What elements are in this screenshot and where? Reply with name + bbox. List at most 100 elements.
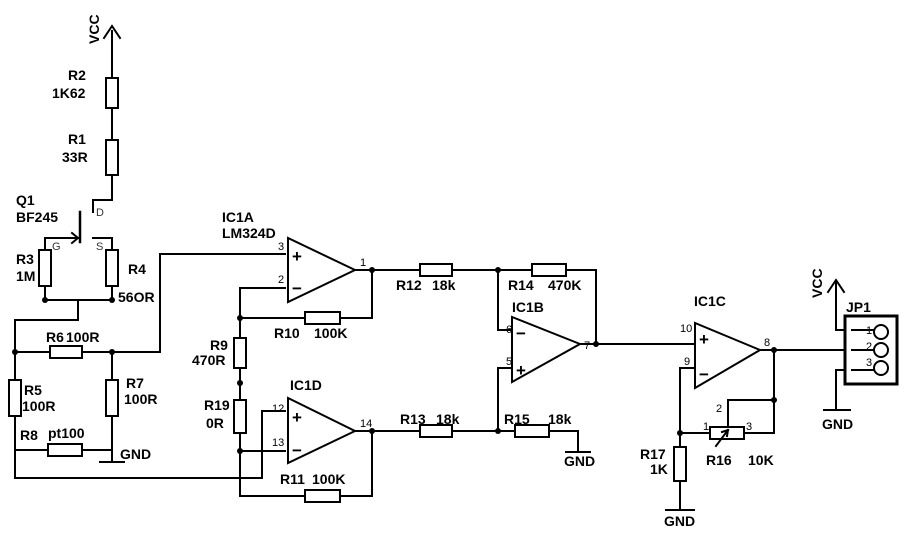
resistor-bodies	[8, 77, 745, 503]
q1-pin-s: S	[96, 241, 103, 253]
jp1-ref: JP1	[846, 299, 871, 315]
ic1b-pin-minus: 6	[506, 324, 512, 336]
r12-body	[419, 263, 453, 277]
r15-ref: R15	[504, 411, 530, 427]
r19-ref: R19	[204, 397, 230, 413]
ic1d-minus: −	[292, 441, 302, 460]
r17-ref: R17	[640, 446, 666, 462]
q1-value: BF245	[16, 209, 58, 225]
ic1c-pin-out: 8	[764, 337, 770, 349]
r16-pin2: 2	[716, 403, 722, 415]
ic1d-pin-plus: 12	[272, 403, 284, 415]
ic1d-pin-minus: 13	[272, 437, 284, 449]
r15-value: 18k	[548, 411, 572, 427]
r14-value: 470K	[548, 277, 581, 293]
opamp-bodies	[287, 236, 763, 465]
r13-value: 18k	[436, 411, 460, 427]
r7-body	[105, 379, 119, 417]
r1-value: 33R	[62, 149, 88, 165]
r7-ref: R7	[126, 375, 144, 391]
jp1-pin3: 3	[866, 357, 872, 369]
ic1a-ref: IC1A	[222, 209, 254, 225]
q1-gate-arrow	[61, 231, 80, 245]
vcc-symbol-jp1: VCC	[809, 268, 846, 298]
r2-ref: R2	[68, 67, 86, 83]
r17-value: 1K	[650, 461, 668, 477]
gnd-label-r15: GND	[564, 453, 595, 469]
r5-value: 100R	[22, 398, 55, 414]
ic1a-pin-plus: 3	[278, 241, 284, 253]
ic1a-value: LM324D	[222, 225, 276, 241]
vcc-label-top: VCC	[86, 14, 102, 44]
r14-ref: R14	[508, 277, 534, 293]
r14-body	[531, 263, 567, 277]
ic1b-minus: −	[516, 324, 526, 343]
r10-body	[304, 311, 341, 325]
ic1a-plus: +	[292, 247, 302, 266]
r4-body	[105, 249, 119, 287]
r5-ref: R5	[24, 382, 42, 398]
ic1c-body	[694, 321, 763, 390]
r11-ref: R11	[280, 471, 305, 487]
r19-value: 0R	[206, 415, 224, 431]
r16-wiper	[714, 428, 730, 448]
r19-body	[233, 399, 247, 434]
gnd-label-jp1: GND	[822, 416, 853, 432]
ic1c-plus: +	[699, 330, 709, 349]
q1-pin-d: D	[96, 207, 104, 219]
r4-value: 56OR	[118, 289, 155, 305]
r1-body	[105, 139, 119, 176]
ic1a-body	[287, 236, 358, 304]
r2-body	[105, 77, 119, 109]
r13-body	[419, 424, 453, 438]
vcc-label-jp1: VCC	[809, 268, 825, 298]
r6-ref: R6	[46, 329, 64, 345]
r15-body	[514, 424, 550, 438]
r2-value: 1K62	[52, 85, 86, 101]
ic1a-pin-minus: 2	[278, 274, 284, 286]
ic1d-pin-out: 14	[360, 418, 372, 430]
gnd-label-r17: GND	[664, 513, 695, 529]
r16-pin3: 3	[746, 421, 752, 433]
jp1-pin1: 1	[866, 325, 872, 337]
ic1a-minus: −	[292, 279, 302, 298]
ic1b-ref: IC1B	[512, 299, 544, 315]
ic1d-body	[287, 396, 358, 465]
r9-ref: R9	[210, 337, 228, 353]
r1-ref: R1	[68, 131, 86, 147]
r8-value: pt100	[48, 425, 85, 441]
ic1b-pin-out: 7	[584, 340, 590, 352]
r11-value: 100K	[312, 471, 345, 487]
ic1c-pin-minus: 9	[684, 356, 690, 368]
gnd-label-r7: GND	[120, 446, 151, 462]
r3-body	[38, 249, 52, 287]
labels: R2 1K62 R1 33R Q1 BF245 D G S R3 1M R4 5…	[16, 67, 872, 487]
r3-ref: R3	[16, 251, 34, 267]
jp1-connector	[843, 314, 899, 386]
r16-pin1: 1	[703, 421, 709, 433]
r12-value: 18k	[432, 277, 456, 293]
r8-ref: R8	[20, 427, 38, 443]
r4-ref: R4	[128, 261, 146, 277]
vcc-symbol-top: VCC	[86, 14, 122, 44]
q1-ref: Q1	[16, 192, 35, 208]
wires	[14, 30, 853, 511]
r6-body	[49, 345, 83, 359]
ic1d-plus: +	[292, 408, 302, 427]
r9-value: 470R	[192, 352, 225, 368]
q1-pin-g: G	[52, 241, 61, 253]
r11-body	[304, 489, 341, 503]
r5-body	[8, 379, 22, 417]
r16-value: 10K	[748, 452, 774, 468]
ic1b-body	[511, 315, 583, 384]
r3-value: 1M	[16, 268, 35, 284]
r10-value: 100K	[314, 325, 347, 341]
r12-ref: R12	[396, 277, 422, 293]
ic1b-pin-plus: 5	[506, 356, 512, 368]
ic1c-minus: −	[699, 365, 709, 384]
ic1d-ref: IC1D	[290, 377, 322, 393]
junctions	[12, 267, 777, 454]
r7-value: 100R	[124, 391, 157, 407]
r6-value: 100R	[66, 329, 99, 345]
